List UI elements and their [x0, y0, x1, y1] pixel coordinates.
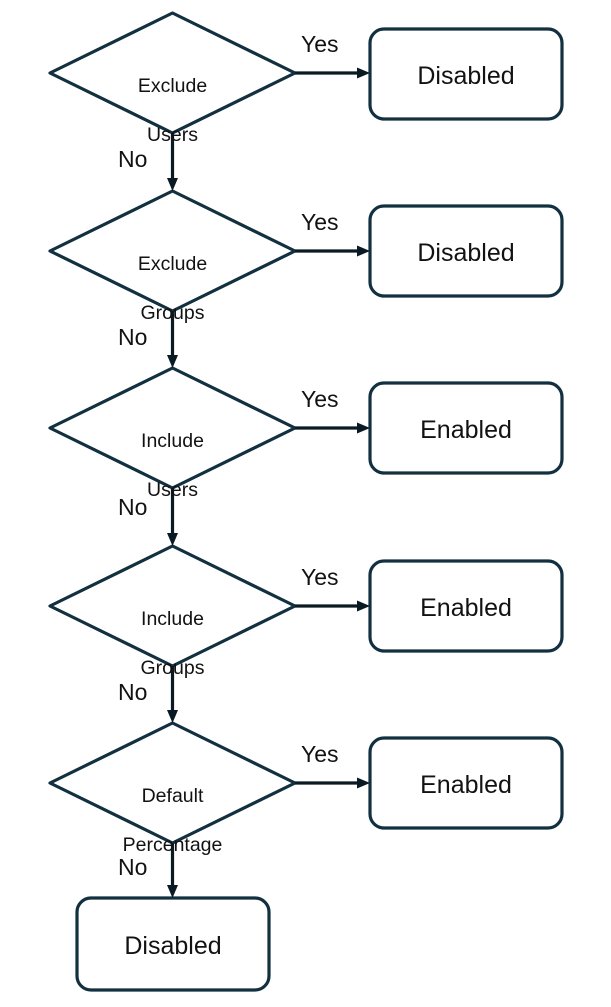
decision-shape-include-groups[interactable]: [48, 544, 297, 668]
outcome-shape-final[interactable]: [75, 896, 271, 992]
arrowhead-no-1: [167, 178, 178, 191]
decision-shape-default-percentage[interactable]: [48, 721, 297, 845]
arrowhead-no-4: [167, 710, 178, 723]
arrowhead-yes-1: [357, 67, 370, 79]
decision-shape-exclude-groups[interactable]: [48, 189, 297, 313]
outcome-shape-3[interactable]: [368, 381, 564, 475]
arrowhead-yes-5: [357, 777, 370, 789]
outcome-shape-5[interactable]: [368, 736, 564, 830]
arrowhead-yes-4: [357, 600, 370, 612]
outcome-shape-4[interactable]: [368, 559, 564, 653]
outcome-shape-2[interactable]: [368, 204, 564, 298]
arrowhead-no-5: [167, 885, 178, 898]
arrowhead-no-3: [167, 533, 178, 546]
arrowhead-yes-3: [357, 422, 370, 434]
decision-shape-exclude-users[interactable]: [48, 11, 297, 135]
decision-shape-include-users[interactable]: [48, 366, 297, 490]
arrowhead-no-2: [167, 355, 178, 368]
arrowhead-yes-2: [357, 245, 370, 257]
outcome-shape-1[interactable]: [368, 27, 564, 121]
